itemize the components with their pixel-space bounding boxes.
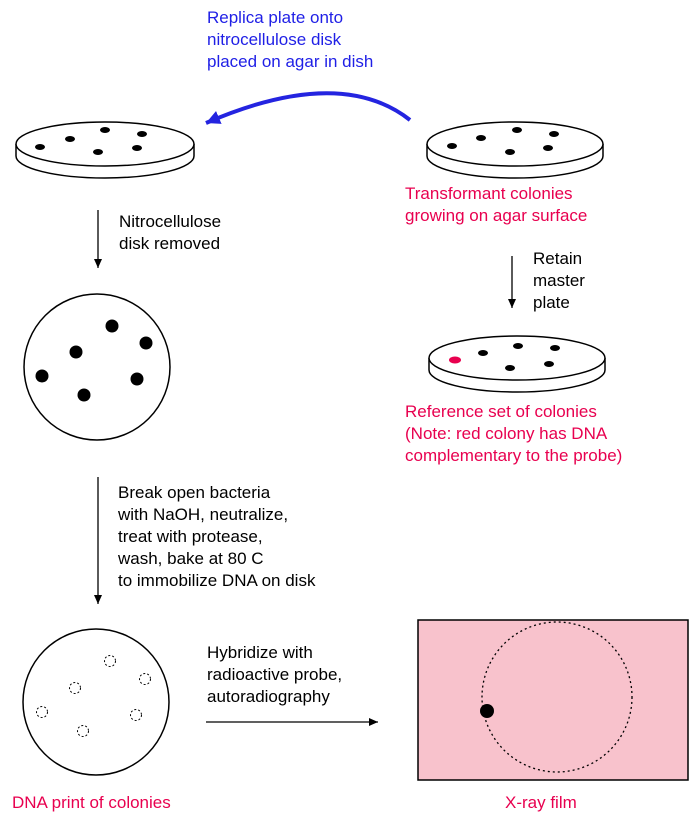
retain-master-label: Retain master plate — [533, 248, 585, 314]
nitrocellulose-disk — [24, 294, 170, 440]
master-petri-dish — [427, 122, 603, 178]
transformant-label: Transformant colonies growing on agar su… — [405, 183, 587, 227]
positive-colony — [449, 357, 461, 364]
dna-print-disk — [23, 629, 169, 775]
replica-label: Replica plate onto nitrocellulose disk p… — [207, 7, 373, 73]
xray-film-label: X-ray film — [505, 792, 577, 814]
hybridize-label: Hybridize with radioactive probe, autora… — [207, 642, 342, 708]
reference-petri-dish — [429, 336, 605, 392]
replica-arrow — [206, 93, 410, 123]
xray-film — [418, 620, 688, 780]
reference-set-label: Reference set of colonies (Note: red col… — [405, 401, 622, 467]
hybridization-spot — [480, 704, 494, 718]
nitrocellulose-removed-label: Nitrocellulose disk removed — [119, 211, 221, 255]
replica-petri-dish — [16, 122, 194, 178]
break-open-label: Break open bacteria with NaOH, neutraliz… — [118, 482, 315, 592]
dna-print-label: DNA print of colonies — [12, 792, 171, 814]
